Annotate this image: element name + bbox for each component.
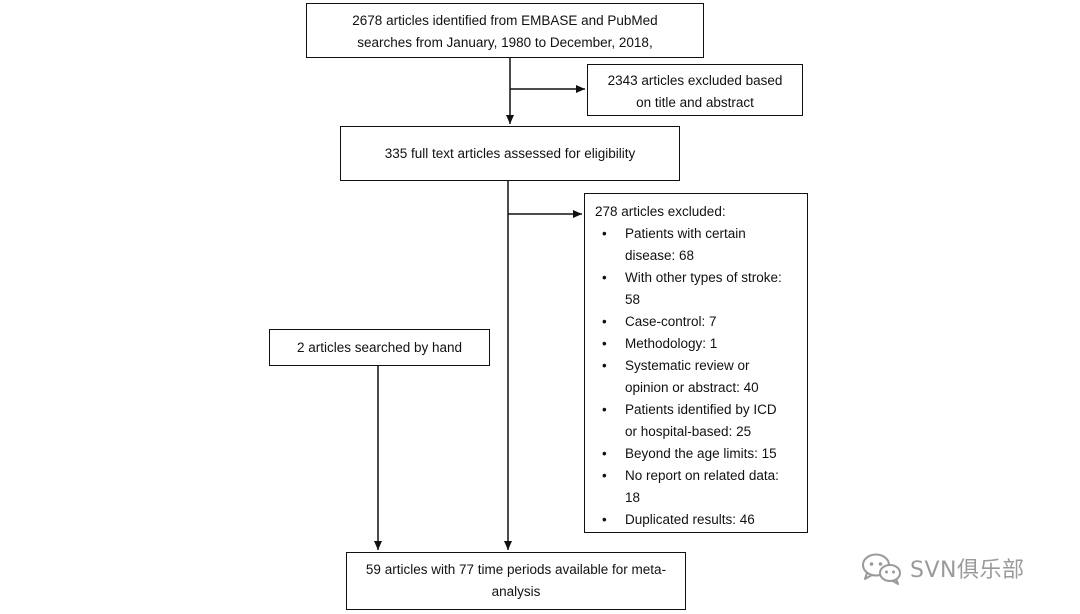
- excluded-title-line-2: on title and abstract: [636, 95, 754, 110]
- reason-line-1: Duplicated results: 46: [625, 512, 755, 527]
- reason-line-1: Case-control: 7: [625, 314, 717, 329]
- reason-line-2: disease: 68: [625, 248, 695, 263]
- reason-line-1: Patients with certain: [625, 226, 746, 241]
- wechat-icon: [862, 553, 901, 585]
- exclusion-reason: • No report on related data: 18: [595, 465, 797, 509]
- reason-line-2: 18: [625, 490, 641, 505]
- final-line-2: analysis: [491, 584, 541, 599]
- watermark: SVN俱乐部: [860, 551, 1055, 585]
- reason-line-1: No report on related data:: [625, 468, 779, 483]
- exclusion-reason: • With other types of stroke: 58: [595, 267, 797, 311]
- bullet-icon: •: [602, 270, 607, 285]
- exclusion-reason: • Beyond the age limits: 15: [595, 443, 797, 465]
- bullet-icon: •: [602, 446, 607, 461]
- exclusion-reason: • Patients identified by ICD or hospital…: [595, 399, 797, 443]
- reason-line-1: Beyond the age limits: 15: [625, 446, 777, 461]
- full-text-assessed-box: 335 full text articles assessed for elig…: [340, 126, 680, 181]
- identified-line-2: searches from January, 1980 to December,…: [357, 35, 653, 50]
- exclusion-reason: • Methodology: 1: [595, 333, 797, 355]
- reason-line-1: Methodology: 1: [625, 336, 718, 351]
- reason-line-1: With other types of stroke:: [625, 270, 782, 285]
- full-text-label: 335 full text articles assessed for elig…: [384, 146, 636, 161]
- hand-search-label: 2 articles searched by hand: [296, 340, 463, 355]
- bullet-icon: •: [602, 402, 607, 417]
- reason-line-2: 58: [625, 292, 641, 307]
- reason-line-2: opinion or abstract: 40: [625, 380, 759, 395]
- bullet-icon: •: [602, 226, 607, 241]
- bullet-icon: •: [602, 468, 607, 483]
- excluded-full-heading: 278 articles excluded:: [595, 204, 726, 219]
- bullet-icon: •: [602, 336, 607, 351]
- watermark-text: SVN俱乐部: [910, 558, 1025, 583]
- reason-line-1: Systematic review or: [625, 358, 750, 373]
- bullet-icon: •: [602, 358, 607, 373]
- exclusion-reason: • Patients with certain disease: 68: [595, 223, 797, 267]
- reason-line-1: Patients identified by ICD: [625, 402, 777, 417]
- identified-articles-box: 2678 articles identified from EMBASE and…: [306, 3, 704, 58]
- identified-line-1: 2678 articles identified from EMBASE and…: [352, 13, 658, 28]
- exclusion-reason: • Case-control: 7: [595, 311, 797, 333]
- final-line-1: 59 articles with 77 time periods availab…: [365, 562, 667, 577]
- exclusion-reasons-list: • Patients with certain disease: 68 • Wi…: [595, 223, 797, 531]
- excluded-full-text-box: 278 articles excluded: • Patients with c…: [584, 193, 808, 533]
- reason-line-2: or hospital-based: 25: [625, 424, 752, 439]
- bullet-icon: •: [602, 512, 607, 527]
- final-included-box: 59 articles with 77 time periods availab…: [346, 552, 686, 610]
- hand-search-box: 2 articles searched by hand: [269, 329, 490, 366]
- excluded-title-line-1: 2343 articles excluded based: [607, 73, 783, 88]
- bullet-icon: •: [602, 314, 607, 329]
- exclusion-reason: • Duplicated results: 46: [595, 509, 797, 531]
- exclusion-reason: • Systematic review or opinion or abstra…: [595, 355, 797, 399]
- excluded-title-abstract-box: 2343 articles excluded based on title an…: [587, 64, 803, 116]
